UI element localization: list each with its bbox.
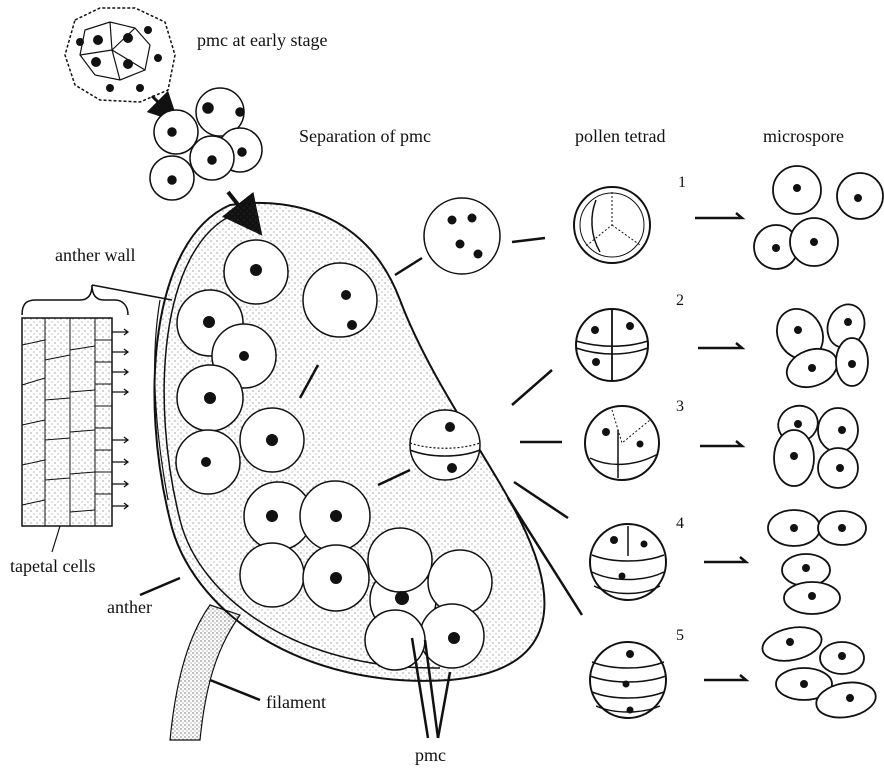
dividing-pmc (410, 410, 480, 480)
tetrad-number-2: 2 (676, 293, 684, 309)
tetrad-1 (574, 187, 650, 263)
microspores-5 (759, 622, 878, 722)
microspores-1 (754, 166, 883, 269)
label-filament: filament (266, 693, 326, 711)
tetrad-3 (585, 406, 659, 480)
separated-pmc-cluster (150, 88, 262, 200)
tetrad-number-1: 1 (678, 175, 686, 191)
microspores-2 (768, 299, 870, 394)
arrow-early-to-separation (152, 96, 168, 112)
tetrad-number-5: 5 (676, 628, 684, 644)
label-anther-wall: anther wall (55, 246, 135, 264)
tetrad-5 (590, 642, 666, 718)
pmc-four-nuclei (424, 198, 500, 274)
anther-wall-bracket (22, 285, 172, 315)
label-microspore: microspore (763, 127, 844, 145)
tetrad-number-3: 3 (676, 399, 684, 415)
label-pollen-tetrad: pollen tetrad (575, 127, 665, 145)
label-tapetal-cells: tapetal cells (10, 557, 95, 575)
early-pmc-cluster (65, 8, 175, 102)
microspores-4 (768, 510, 866, 614)
tetrad-4 (590, 524, 666, 600)
label-separation-of-pmc: Separation of pmc (299, 127, 431, 145)
label-anther: anther (107, 598, 152, 616)
label-pmc: pmc (415, 746, 446, 764)
label-pmc-early-stage: pmc at early stage (197, 31, 327, 49)
filament-shape (170, 605, 240, 740)
tetrad-to-microspore-arrows (695, 213, 746, 680)
tetrad-2 (576, 309, 648, 381)
tapetal-tissue (22, 318, 128, 552)
tetrad-number-4: 4 (676, 516, 684, 532)
microspores-3 (773, 400, 858, 488)
